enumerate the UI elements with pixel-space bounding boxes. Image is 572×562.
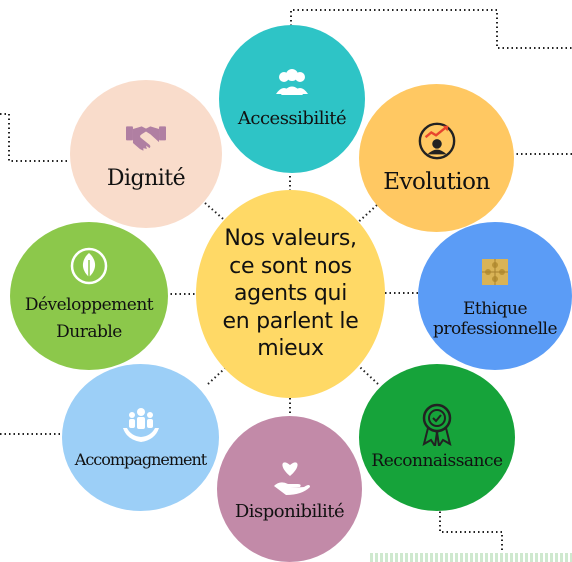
decorative-strip (370, 553, 572, 562)
label-dignite: Dignité (106, 166, 186, 192)
node-ethique: Ethique professionnelle (418, 222, 572, 370)
growth-chart-icon (417, 121, 457, 161)
spoke-evolution (353, 204, 378, 227)
connector-bottom-right (439, 507, 503, 553)
label-disponibilite: Disponibilité (234, 500, 345, 522)
award-badge-icon (417, 403, 457, 446)
heart-hand-icon (270, 456, 310, 496)
center-node: Nos valeurs, ce sont nos agents qui en p… (196, 190, 385, 398)
label-accompagnement: Accompagnement (74, 450, 207, 470)
label-reconnaissance: Reconnaissance (371, 450, 503, 471)
node-disponibilite: Disponibilité (217, 416, 362, 562)
handshake-icon (126, 116, 166, 156)
label-evolution: Evolution (383, 168, 490, 195)
center-title: Nos valeurs, ce sont nos agents qui en p… (222, 226, 359, 362)
leaf-icon (69, 246, 109, 286)
node-dignite: Dignité (70, 80, 222, 228)
connector-left (0, 113, 70, 162)
puzzle-icon (475, 252, 515, 292)
label-ethique: Ethique professionnelle (432, 299, 558, 339)
node-developpement: Développement Durable (10, 222, 168, 370)
node-evolution: Evolution (359, 84, 514, 232)
connector-top-right (290, 9, 572, 49)
people-group-icon (272, 65, 312, 105)
label-accessibilite: Accessibilité (237, 107, 347, 129)
node-accompagnement: Accompagnement (62, 364, 219, 511)
node-accessibilite: Accessibilité (219, 25, 365, 173)
node-reconnaissance: Reconnaissance (359, 364, 515, 511)
support-hands-icon (121, 405, 161, 445)
label-developpement: Développement Durable (24, 294, 154, 342)
